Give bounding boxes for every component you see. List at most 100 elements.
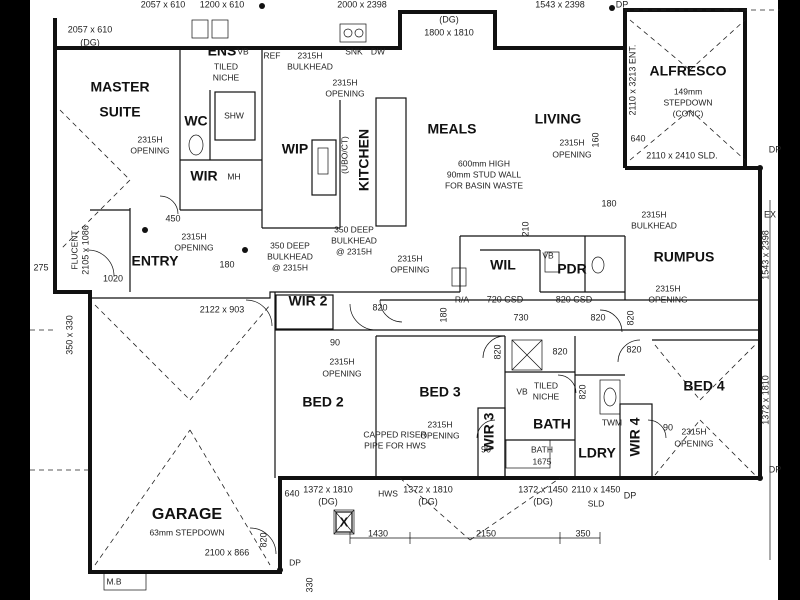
dim-top-2398: 2000 x 2398 (337, 0, 387, 9)
dim-820h: 820 (258, 532, 268, 547)
room-label-master-2: SUITE (99, 104, 140, 120)
note-opening-living-1: 2315H (559, 137, 584, 147)
dim-330: 330 (304, 577, 314, 592)
note-ref: REF (264, 50, 281, 60)
room-label-wip: WIP (282, 141, 308, 157)
dim-alfresco-sld: 2110 x 2410 SLD. (646, 150, 717, 160)
dim-820csd: 820 CSD (556, 294, 593, 304)
room-label-wil: WIL (490, 257, 516, 273)
dim-2110-1450: 2110 x 1450 (572, 484, 621, 494)
dim-1372-right: 1372 x 1810 (760, 375, 770, 425)
note-shw: SHW (224, 110, 244, 120)
dim-dg3: (DG) (533, 496, 553, 506)
note-deep-bulkhead-a-1: 350 DEEP (270, 240, 310, 250)
room-label-rumpus: RUMPUS (654, 249, 715, 265)
note-alfresco-stepdown-1: 149mm (674, 86, 702, 96)
note-deep-bulkhead-a-3: @ 2315H (272, 262, 308, 272)
room-label-garage: GARAGE (152, 506, 223, 523)
dim-dp-d: DP (769, 464, 782, 474)
note-tiled-niche-b-2: NICHE (533, 391, 560, 401)
dim-450: 450 (165, 213, 180, 223)
dim-160: 160 (590, 132, 600, 147)
north-marker-label: X (340, 514, 349, 529)
note-bulkhead-ens-1: 2315H (297, 50, 322, 60)
dim-top-1800: 1800 x 1810 (424, 27, 474, 37)
dim-720csd: 720 CSD (487, 294, 524, 304)
dim-1543-right: 1543 x 2398 (760, 230, 770, 280)
note-uboct: (UBO/CT) (339, 136, 349, 174)
note-sld: SLD (588, 498, 605, 508)
dim-left-dg: (DG) (80, 37, 100, 47)
dim-820c: 820 (552, 346, 567, 356)
note-opening-kitchen-2: OPENING (325, 88, 364, 98)
dim-820f: 820 (577, 384, 587, 399)
note-opening-bed2-1: 2315H (329, 356, 354, 366)
note-bath-dim-1: BATH (531, 444, 553, 454)
note-tiled-niche-b-1: TILED (534, 380, 558, 390)
room-label-entry: ENTRY (132, 253, 180, 269)
note-dp: DP (289, 557, 301, 567)
dim-820b: 820 (492, 344, 502, 359)
ceiling-lines (30, 9, 780, 566)
note-opening-kitchen-1: 2315H (332, 77, 357, 87)
dim-alfresco-ent: 2110 x 3213 ENT. (627, 45, 637, 116)
note-ra: R/A (455, 294, 470, 304)
note-tiled-niche-2: NICHE (213, 72, 240, 82)
dim-dp-c: DP (769, 144, 782, 154)
dim-2100-866: 2100 x 866 (205, 547, 250, 557)
dim-820e: 820 (626, 344, 641, 354)
note-opening-bed3-1: 2315H (427, 419, 452, 429)
dim-top-1200: 1200 x 610 (200, 0, 245, 9)
note-opening-hall-1: 2315H (397, 253, 422, 263)
dim-820a: 820 (372, 302, 387, 312)
dim-730: 730 (513, 312, 528, 322)
dim-275: 275 (33, 262, 48, 272)
room-label-pdr: PDR (557, 261, 587, 277)
door-swings (87, 195, 667, 555)
dim-640a: 640 (630, 133, 645, 143)
dim-210: 210 (520, 221, 530, 236)
dim-180a: 180 (601, 198, 616, 208)
room-label-ens: ENS (208, 43, 237, 59)
dim-top-1543: 1543 x 2398 (535, 0, 585, 9)
dim-820g: 820 (625, 310, 635, 325)
room-label-wir2: WIR 2 (289, 293, 328, 309)
note-deep-bulkhead-a-2: BULKHEAD (267, 251, 313, 261)
room-label-kitchen: KITCHEN (356, 129, 372, 191)
note-bulkhead-rumpus-1: 2315H (641, 209, 666, 219)
room-label-wir3: WIR 3 (481, 412, 497, 451)
dim-350: 350 (575, 528, 590, 538)
note-stud-wall-1: 600mm HIGH (458, 158, 510, 168)
dim-90c: 90 (663, 422, 673, 432)
dim-2105: 2105 x 1086 (80, 225, 90, 275)
dim-top-2057: 2057 x 610 (141, 0, 186, 9)
note-vb2: VB (516, 386, 528, 396)
room-label-alfresco: ALFRESCO (650, 63, 727, 79)
note-vb3: VB (542, 250, 554, 260)
room-label-bed3: BED 3 (419, 384, 460, 400)
note-tiled-niche-1: TILED (214, 61, 238, 71)
note-mh: MH (227, 171, 240, 181)
note-alfresco-stepdown-3: (CONC) (673, 108, 704, 118)
outer-walls (53, 8, 762, 574)
room-label-bath: BATH (533, 416, 571, 432)
note-opening-bed2-2: OPENING (322, 368, 361, 378)
dim-ex: EX (764, 209, 776, 219)
dim-640b: 640 (284, 488, 299, 498)
dim-dg2: (DG) (418, 496, 438, 506)
note-bulkhead-rumpus-2: BULKHEAD (631, 220, 677, 230)
north-marker: X (335, 511, 353, 533)
note-opening-rumpus-2: OPENING (648, 294, 687, 304)
note-opening-hall-2: OPENING (390, 264, 429, 274)
note-deep-bulkhead-b-3: @ 2315H (336, 246, 372, 256)
dim-350-330: 350 x 330 (64, 315, 74, 355)
note-opening-rumpus-1: 2315H (655, 283, 680, 293)
dim-1372c: 1372 x 1450 (518, 484, 568, 494)
dim-820d: 820 (590, 312, 605, 322)
note-opening-bed3-2: OPENING (420, 430, 459, 440)
note-capped-2: PIPE FOR HWS (364, 440, 426, 450)
note-snk: SNK (345, 46, 363, 56)
room-label-bed2: BED 2 (302, 394, 343, 410)
dim-180c: 180 (438, 307, 448, 322)
room-label-wir-master: WIR (190, 168, 217, 184)
